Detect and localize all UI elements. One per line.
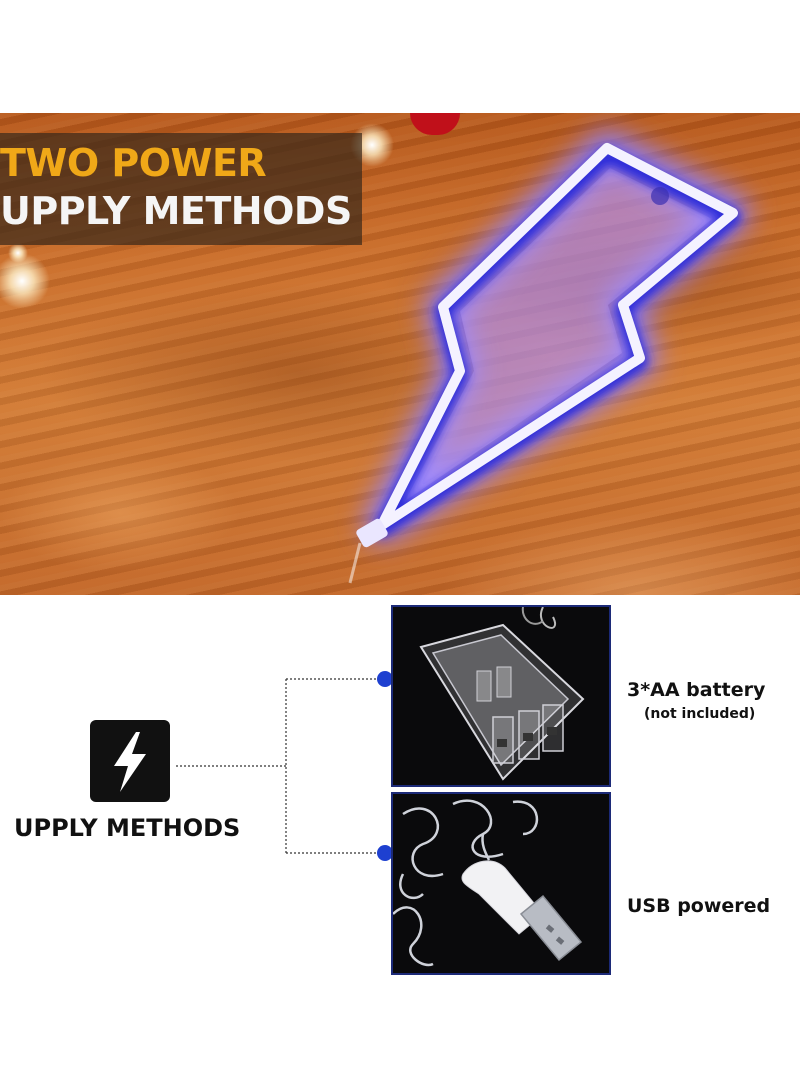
supply-methods-label: UPPLY METHODS [14, 814, 241, 842]
rose-decoration [410, 113, 460, 135]
title-line-2: UPPLY METHODS [0, 189, 352, 233]
fairy-light [8, 243, 28, 263]
lightning-bolt-icon [90, 720, 170, 802]
battery-option-title: 3*AA battery [627, 679, 766, 701]
fairy-light [0, 253, 50, 309]
connector-dot-usb [377, 845, 393, 861]
hero-photo: TWO POWER UPPLY METHODS [0, 113, 800, 595]
battery-option-note: (not included) [644, 706, 756, 722]
usb-cable-photo [391, 792, 611, 975]
battery-box-photo [391, 605, 611, 787]
neon-lightning-sign [348, 131, 750, 584]
title-banner [0, 133, 362, 245]
usb-option-title: USB powered [627, 895, 771, 917]
connector-dot-battery [377, 671, 393, 687]
title-line-1: TWO POWER [0, 141, 267, 185]
